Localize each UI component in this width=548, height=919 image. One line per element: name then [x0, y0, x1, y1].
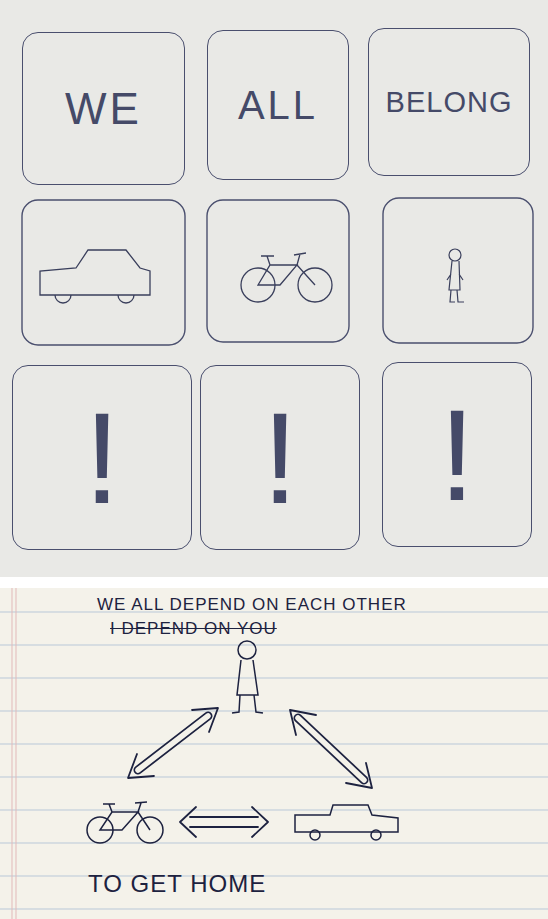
arrow-shaft — [298, 718, 364, 780]
car-body — [40, 250, 150, 295]
lined-paper — [0, 588, 548, 919]
car-wheel — [55, 295, 71, 303]
ruled-line — [0, 843, 548, 844]
box-text: ! — [84, 393, 120, 523]
arrow-head — [128, 708, 218, 778]
person-drawing — [447, 249, 464, 302]
car-wheel — [310, 830, 320, 840]
person-head — [449, 249, 461, 261]
ruled-line — [0, 876, 548, 877]
exclamation-box: ! — [12, 365, 192, 550]
margin-line — [16, 588, 17, 919]
ruled-line — [0, 645, 548, 646]
arrow-shaft — [190, 817, 258, 827]
paper-sheet — [0, 0, 548, 577]
bicycle-drawing — [241, 253, 332, 302]
word-box: BELONG — [368, 28, 530, 176]
person-body — [232, 660, 263, 713]
box-text: BELONG — [386, 88, 513, 117]
sketch-box — [383, 198, 533, 343]
arrow-shaft — [138, 716, 208, 770]
sketch-box — [22, 200, 185, 345]
arrow-shaft — [138, 716, 208, 770]
double-arrow — [290, 710, 372, 788]
car-body — [295, 805, 398, 832]
bicycle-drawing — [87, 802, 163, 843]
ruled-line — [0, 777, 548, 778]
handwritten-note: I DEPEND ON YOU — [110, 620, 277, 637]
box-text: ! — [262, 393, 298, 523]
bike-frame — [258, 253, 315, 285]
car-wheel — [118, 295, 134, 303]
car-drawing — [40, 250, 150, 303]
double-arrow — [128, 708, 218, 778]
ruled-line — [0, 810, 548, 811]
ruled-line — [0, 744, 548, 745]
arrow-head — [290, 710, 372, 788]
ruled-line — [0, 711, 548, 712]
ruled-line — [0, 678, 548, 679]
word-box: WE — [22, 32, 185, 185]
bike-frame — [100, 802, 150, 830]
exclamation-box: ! — [200, 365, 360, 550]
car-drawing — [295, 805, 398, 840]
box-text: ALL — [238, 85, 318, 125]
arrow-shaft — [298, 718, 364, 780]
person-body — [447, 261, 464, 302]
double-arrow — [180, 807, 268, 837]
exclamation-box: ! — [382, 362, 532, 547]
box-text: WE — [65, 87, 142, 131]
margin-line — [12, 588, 13, 919]
person-head — [238, 641, 256, 659]
person-drawing — [232, 641, 263, 713]
word-box: ALL — [207, 30, 349, 180]
ruled-line — [0, 909, 548, 910]
ruled-lines — [0, 612, 548, 909]
sketch-box — [207, 200, 349, 342]
arrow-head — [180, 807, 268, 837]
car-wheel — [371, 830, 381, 840]
box-text: ! — [439, 390, 475, 520]
handwritten-note: TO GET HOME — [88, 872, 266, 896]
handwritten-note: WE ALL DEPEND ON EACH OTHER — [97, 596, 407, 613]
